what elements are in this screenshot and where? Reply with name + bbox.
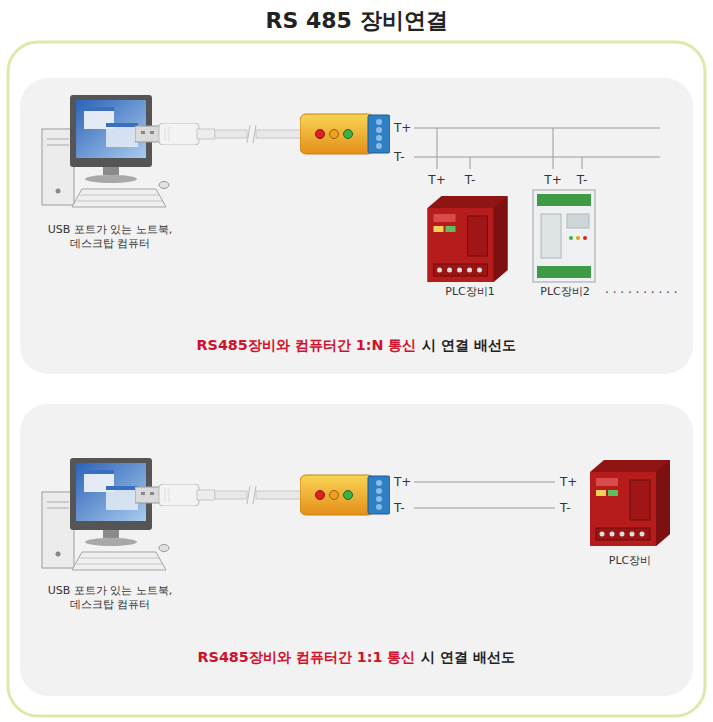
caption-text: 시 연결 배선도 bbox=[422, 337, 516, 353]
signal-name: T+ bbox=[544, 173, 561, 187]
caption-line: RS485장비와 컴퓨터간 1:N 통신 시 연결 배선도 bbox=[20, 336, 693, 355]
bus-wires bbox=[414, 482, 555, 508]
usb-cable bbox=[215, 491, 247, 499]
cable-break bbox=[247, 125, 250, 143]
device-label: USB 포트가 있는 노트북, 데스크탑 컴퓨터 bbox=[45, 223, 175, 251]
signal-name: T+ bbox=[394, 121, 411, 135]
signal-name: T- bbox=[465, 173, 476, 187]
usb-cable bbox=[256, 491, 302, 499]
device-label-box: PLC장비1 bbox=[420, 193, 520, 299]
caption-text: 시 연결 배선도 bbox=[421, 649, 515, 665]
rs485-converter bbox=[300, 114, 390, 154]
device-label: PLC장비1 bbox=[445, 285, 494, 299]
plc-device bbox=[533, 190, 595, 282]
outer-border bbox=[8, 42, 705, 716]
caption-highlight: RS485장비와 컴퓨터간 1:N 통신 bbox=[197, 337, 417, 353]
cable-break bbox=[247, 486, 250, 504]
bus-wires bbox=[414, 128, 660, 169]
signal-name: T- bbox=[394, 150, 405, 164]
computer-picture bbox=[42, 458, 169, 570]
usb-cable bbox=[215, 130, 247, 138]
device-label: PLC장비2 bbox=[540, 285, 589, 299]
device-label: PLC장비 bbox=[609, 554, 651, 568]
signal-name: T+ bbox=[394, 475, 411, 489]
device-label: USB 포트가 있는 노트북, 데스크탑 컴퓨터 bbox=[45, 584, 175, 612]
usb-plug bbox=[135, 123, 215, 145]
continuation-dots: · · · · · · · · · · bbox=[605, 286, 677, 300]
signal-name: T- bbox=[577, 173, 588, 187]
plc-device bbox=[590, 460, 670, 546]
computer-picture bbox=[42, 95, 169, 207]
diagram-title: RS 485 장비연결 bbox=[0, 6, 713, 36]
signal-name: T+ bbox=[428, 173, 445, 187]
signal-name: T- bbox=[394, 501, 405, 515]
signal-name: T- bbox=[560, 501, 571, 515]
panel-band: RS485장비와 컴퓨터간 1:1 통신 시 연결 배선도 USB 포트가 있는 노… bbox=[20, 404, 693, 696]
caption-line: RS485장비와 컴퓨터간 1:1 통신 시 연결 배선도 bbox=[20, 648, 693, 667]
caption-highlight: RS485장비와 컴퓨터간 1:1 통신 bbox=[198, 649, 416, 665]
usb-cable bbox=[256, 130, 302, 138]
device-label-box: PLC장비 bbox=[580, 456, 680, 568]
panel-band: RS485장비와 컴퓨터간 1:N 통신 시 연결 배선도 USB 포트가 있는 노… bbox=[20, 78, 693, 374]
device-label-box: USB 포트가 있는 노트북, 데스크탑 컴퓨터 bbox=[35, 454, 185, 612]
signal-name: T+ bbox=[560, 475, 577, 489]
usb-plug bbox=[135, 484, 215, 506]
plc-device bbox=[428, 196, 508, 282]
rs485-converter bbox=[300, 475, 390, 515]
device-label-box: USB 포트가 있는 노트북, 데스크탑 컴퓨터 bbox=[35, 90, 185, 251]
device-label-box: PLC장비2 bbox=[525, 188, 605, 299]
